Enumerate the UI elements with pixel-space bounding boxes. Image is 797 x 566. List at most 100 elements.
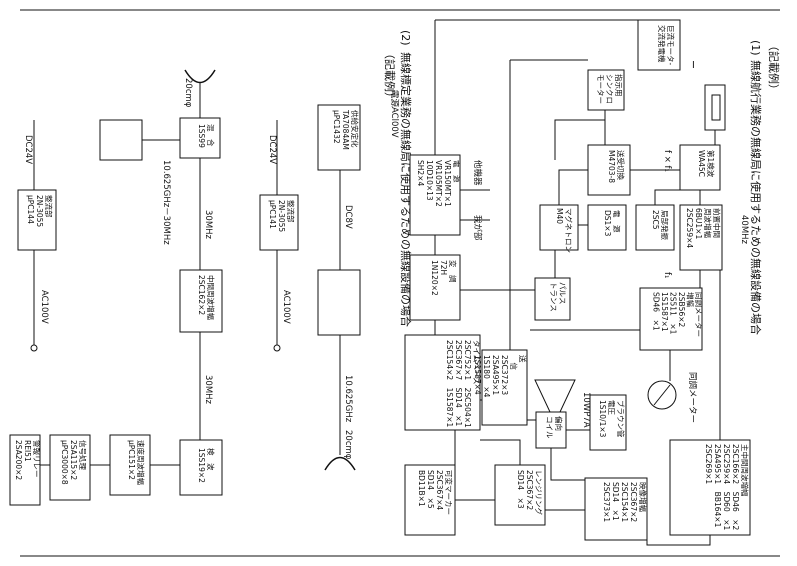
d2-stab-line: TA7084AM [341, 109, 350, 150]
ps1-box [17, 189, 57, 251]
gun1-box [99, 119, 143, 161]
antenna-inner [711, 94, 721, 121]
d1-tune-line: 2SB56×2 [677, 292, 686, 328]
power-box [409, 154, 461, 236]
lo-box [635, 204, 675, 251]
d1-transmit-line: 2SC372×3 [500, 355, 509, 395]
d2-signal-line: μPC3000×8 [60, 440, 69, 485]
d1-mainif-line: 2SC269×1 [704, 444, 713, 484]
if30b: 30MHz [203, 375, 213, 405]
transmit-box [481, 349, 528, 426]
d1-video-line: SD14 ×1 [611, 482, 620, 521]
d1-mainif-line: 主中間周波増幅 [740, 444, 750, 497]
d2-ifamp-line: 2SC162×2 [197, 275, 206, 315]
d1-pulse-line: パルス [558, 282, 567, 305]
d1-pulse-line: トランス [549, 282, 558, 312]
d1-video-line: 映像増幅 [638, 482, 648, 512]
d1-timebase-line: 2SC752×1 2SC504×1 [463, 340, 472, 428]
timebase-box [404, 334, 481, 431]
power-note: 電源ACl00V [389, 90, 399, 138]
d1-tune-line: 2S511 ×1 [669, 292, 678, 335]
d2-detect-line: 1SS19×2 [197, 448, 206, 483]
alarm-box [9, 434, 41, 506]
heading-example2: （記載例） [383, 48, 397, 103]
d1-ring-line: 2SC367×2 [525, 470, 534, 510]
ac1-terminal [30, 344, 38, 352]
d1-power-line: VR150MT×1 [443, 160, 452, 207]
d2-alarm-line: 2SA200×2 [14, 440, 23, 480]
d1-tune-line: 同調メーター [694, 292, 704, 337]
tube-label: 10WP7A [581, 392, 591, 428]
d2-ps2-line: μPC141 [268, 200, 277, 229]
antenna2-dish [324, 456, 356, 471]
d1-if-line: 2SC259×4 [685, 208, 694, 248]
motor-box [637, 19, 681, 71]
d1-marker-line: 可変マーカー [444, 470, 454, 515]
d1-mag-line: M40 [555, 208, 564, 224]
d1-synchro-line: シンクロ [605, 74, 614, 104]
dc24-1: DC24V [23, 135, 33, 164]
line-crt-video [550, 448, 585, 481]
d1-marker-line: 2SC367×4 [435, 470, 444, 510]
d1-mod-line: 72H [439, 260, 448, 275]
brightness-box [589, 394, 627, 451]
d2-ps2-line: 2N-3055 [277, 200, 286, 232]
line-tb-ring [480, 439, 521, 465]
d1-ring-line: SD14 ×3 [516, 470, 525, 509]
d2-signal-line: 信号処理 [78, 440, 88, 470]
d1-mainif-line: 2SC166×2 SD46 ×2 [731, 444, 740, 531]
mixer-box [179, 117, 221, 159]
d1-transmit-line: 2SA495×1 [491, 355, 500, 395]
svg-text:（記載例）: （記載例） [767, 40, 781, 95]
d2-stab-line: 供給安定化 [350, 110, 360, 148]
motor-label: 巨流モータ-交流発電機 [657, 25, 676, 65]
d1-if-line: 6BU1×1 [694, 208, 703, 239]
d1-video-line: 2SC154×1 [620, 482, 629, 522]
svg-text:（記載例）: （記載例） [383, 48, 397, 103]
detect-box [179, 439, 223, 496]
d1-tune-line: 増幅 [686, 292, 696, 307]
d1-motor-line: 交流発電機 [657, 25, 667, 63]
d1-switch-line: 送受切換 [616, 150, 626, 180]
d1-ring-line: レンジリング [534, 470, 544, 515]
heading-example1: （記載例） [767, 40, 781, 95]
modulator-box [409, 254, 461, 321]
d1-mod-line: 変 調 [448, 260, 458, 283]
d1-video-line: 2SC373×1 [602, 482, 611, 522]
crt-tube [534, 379, 576, 413]
d1-timebase-line: 2SC154×2 1S1587×1 [445, 340, 454, 428]
d1-det-line: 第1検波 [706, 150, 716, 178]
ps2-box [259, 194, 299, 251]
d1-if-line: 前置中間 [712, 208, 722, 238]
d2-ifamp-line: 中間周波増幅 [206, 275, 216, 320]
video-box [584, 477, 648, 541]
d2-alarm-line: REI51 [23, 440, 32, 462]
d2-ps1-line: 2N-3055 [35, 195, 44, 227]
line-mainif-video [646, 510, 711, 546]
heading-section1: (1) 無線航行業務の無線局に使用するための無線設備の場合 [749, 40, 763, 335]
synchro-box [587, 69, 625, 111]
ac1: AC100V [39, 290, 49, 324]
svg-text:無線航行業務の無線局に使用するための無線設備の場合: 無線航行業務の無線局に使用するための無線設備の場合 [749, 60, 763, 335]
d2-detect-line: 検 波 [206, 448, 216, 471]
svg-text:(2): (2) [399, 30, 412, 46]
antenna1: 20cmφ [183, 78, 193, 108]
speed-box [109, 434, 151, 496]
